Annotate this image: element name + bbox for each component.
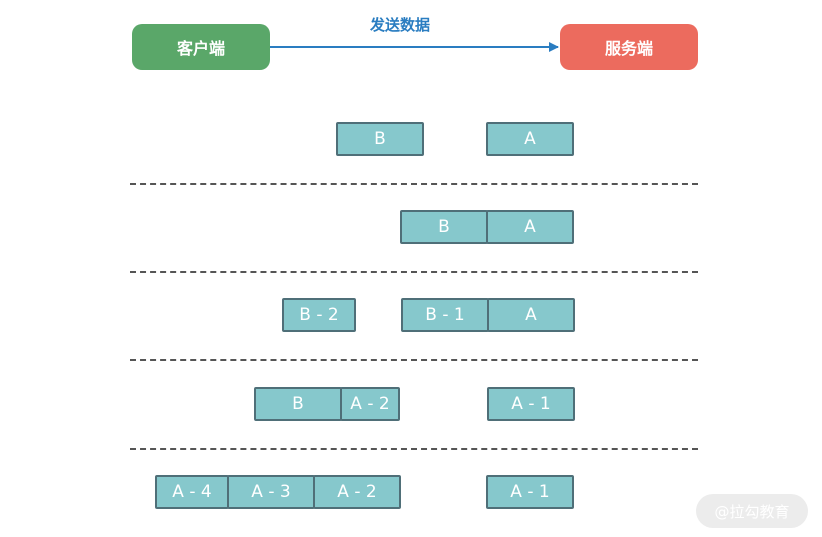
packet-a-2: A - 2 (313, 475, 401, 509)
packet-b: B (336, 122, 424, 156)
packet-b: B (254, 387, 342, 421)
watermark: @拉勾教育 (696, 494, 808, 528)
packet-a-2: A - 2 (340, 387, 400, 421)
divider (130, 271, 698, 273)
packet-a-1: A - 1 (486, 475, 574, 509)
packet-b-1: B - 1 (401, 298, 489, 332)
send-data-label: 发送数据 (369, 16, 430, 34)
packet-a-4: A - 4 (155, 475, 229, 509)
packet-a-1: A - 1 (487, 387, 575, 421)
server-label: 服务端 (604, 39, 653, 58)
packet-a: A (486, 122, 574, 156)
packet-a: A (486, 210, 574, 244)
packet-b: B (400, 210, 488, 244)
packet-a-3: A - 3 (227, 475, 315, 509)
client-node: 客户端 (132, 24, 270, 70)
server-node: 服务端 (560, 24, 698, 70)
packet-a: A (487, 298, 575, 332)
client-label: 客户端 (176, 39, 225, 58)
packet-b-2: B - 2 (282, 298, 356, 332)
divider (130, 359, 698, 361)
divider (130, 183, 698, 185)
divider (130, 448, 698, 450)
send-arrow (270, 42, 559, 52)
